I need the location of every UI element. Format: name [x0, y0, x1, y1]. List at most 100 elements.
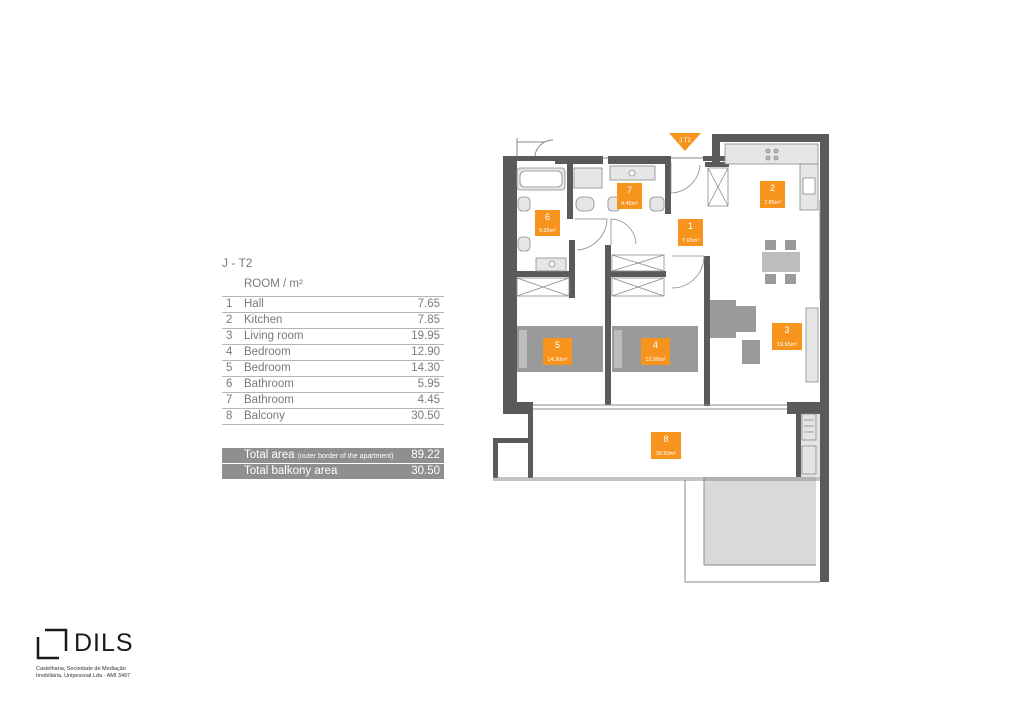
- room-area: 7.85: [417, 314, 440, 326]
- room-number: 2: [226, 314, 233, 326]
- room-row: 6 Bathroom 5.95: [222, 376, 444, 392]
- room-number: 8: [226, 410, 233, 422]
- tag-number: 4: [653, 340, 658, 350]
- tag-area: 30.50m²: [656, 451, 676, 457]
- room-number: 6: [226, 378, 233, 390]
- wall-b7-hall: [665, 164, 671, 214]
- terrace-floor: [704, 477, 816, 565]
- unit-code: J - T2: [222, 256, 253, 270]
- bed-4-pillows: [614, 330, 622, 368]
- room-tag: 8 30.50m²: [651, 432, 681, 459]
- tag-number: 3: [784, 325, 789, 335]
- room-area: 4.45: [417, 394, 440, 406]
- room-name: Bedroom: [244, 346, 291, 358]
- brand-name: DILS: [74, 629, 134, 657]
- room-name: Bathroom: [244, 394, 294, 406]
- total-balcony-row: Total balkony area 30.50: [222, 464, 444, 479]
- room-tag: 2 7.85m²: [760, 181, 785, 208]
- total-balcony-value: 30.50: [411, 465, 440, 477]
- room-area: 19.95: [411, 330, 440, 342]
- kitchen-fixtures: [724, 143, 819, 211]
- wall-balcony-left: [493, 438, 533, 443]
- tag-area: 5.95m²: [539, 228, 556, 234]
- wardrobes: [516, 167, 729, 297]
- coffee-table: [742, 340, 760, 364]
- tag-number: 2: [770, 183, 775, 193]
- room-tag: 7 4.45m²: [617, 183, 642, 209]
- sofa: [710, 300, 736, 338]
- tag-area: 19.95m²: [777, 342, 797, 348]
- total-area-row: Total area (outer border of the apartmen…: [222, 448, 444, 463]
- wall-south-right: [787, 402, 822, 414]
- total-area-label: Total area (outer border of the apartmen…: [244, 448, 393, 464]
- wall-north-b6: [555, 156, 603, 164]
- tag-number: 7: [627, 185, 632, 195]
- entrance-door: [670, 162, 701, 194]
- unit-marker-arrow-icon: [669, 133, 701, 151]
- walls: [493, 134, 829, 582]
- room-name: Bathroom: [244, 378, 294, 390]
- room-row: 8 Balcony 30.50: [222, 408, 444, 425]
- wall-b6-south: [517, 271, 572, 277]
- unit-marker-label: J T2: [679, 138, 691, 144]
- wall-hall-kitchen: [705, 162, 729, 167]
- company-line-2: Imobiliária, Unipessoal Lda · AMI 3497: [36, 673, 131, 679]
- total-area-text: Total area: [244, 449, 295, 461]
- wall-north-b7: [608, 156, 671, 164]
- tag-area: 4.45m²: [621, 201, 638, 207]
- room-tag: 1 7.65m²: [678, 219, 703, 246]
- room-tag: 5 14.30m²: [543, 338, 572, 365]
- tag-area: 12.90m²: [645, 357, 665, 363]
- bathroom-6-fixtures: [516, 167, 567, 272]
- room-area: 30.50: [411, 410, 440, 422]
- tag-number: 6: [545, 212, 550, 222]
- tag-number: 8: [663, 434, 668, 444]
- tag-area: 7.65m²: [682, 238, 699, 244]
- total-area-value: 89.22: [411, 449, 440, 461]
- room-area: 5.95: [417, 378, 440, 390]
- wall-north-kitchen: [712, 134, 828, 142]
- wall-entrance: [712, 134, 720, 162]
- room-name: Kitchen: [244, 314, 283, 326]
- wall-b4-living: [704, 256, 710, 406]
- room-name: Living room: [244, 330, 304, 342]
- wall-balcony-left-side: [493, 438, 498, 478]
- balcony-storage: [800, 410, 820, 477]
- bedroom-door-2: [671, 255, 705, 289]
- room-tag: 4 12.90m²: [641, 338, 670, 365]
- dining-set: [762, 240, 800, 284]
- totals-block: Total area (outer border of the apartmen…: [222, 448, 444, 480]
- wall-b6-b7: [567, 164, 573, 219]
- wall-south-left: [503, 402, 533, 414]
- doors: [575, 162, 705, 289]
- room-area: 14.30: [411, 362, 440, 374]
- bathroom-door: [575, 218, 608, 251]
- total-balcony-label: Total balkony area: [244, 465, 338, 477]
- tag-area: 7.85m²: [764, 200, 781, 206]
- bathroom-7-fixtures: [573, 165, 665, 212]
- room-row: 3 Living room 19.95: [222, 328, 444, 344]
- tag-area: 14.30m²: [547, 357, 567, 363]
- room-name: Balcony: [244, 410, 285, 422]
- tag-number: 1: [688, 221, 693, 231]
- wall-balcony-storage: [796, 414, 801, 477]
- room-area: 12.90: [411, 346, 440, 358]
- room-name: Bedroom: [244, 362, 291, 374]
- company-line-1: Castelhana, Sociedade de Mediação: [36, 666, 126, 672]
- tag-number: 5: [555, 340, 560, 350]
- room-row: 2 Kitchen 7.85: [222, 312, 444, 328]
- living-furniture: [710, 300, 819, 383]
- wall-west: [503, 156, 517, 414]
- dils-mark-icon: [36, 628, 68, 660]
- entrance-railing: [516, 138, 554, 157]
- room-number: 3: [226, 330, 233, 342]
- room-name: Hall: [244, 298, 264, 310]
- wall-balcony-inner: [528, 414, 533, 478]
- sofa-chaise: [736, 306, 756, 332]
